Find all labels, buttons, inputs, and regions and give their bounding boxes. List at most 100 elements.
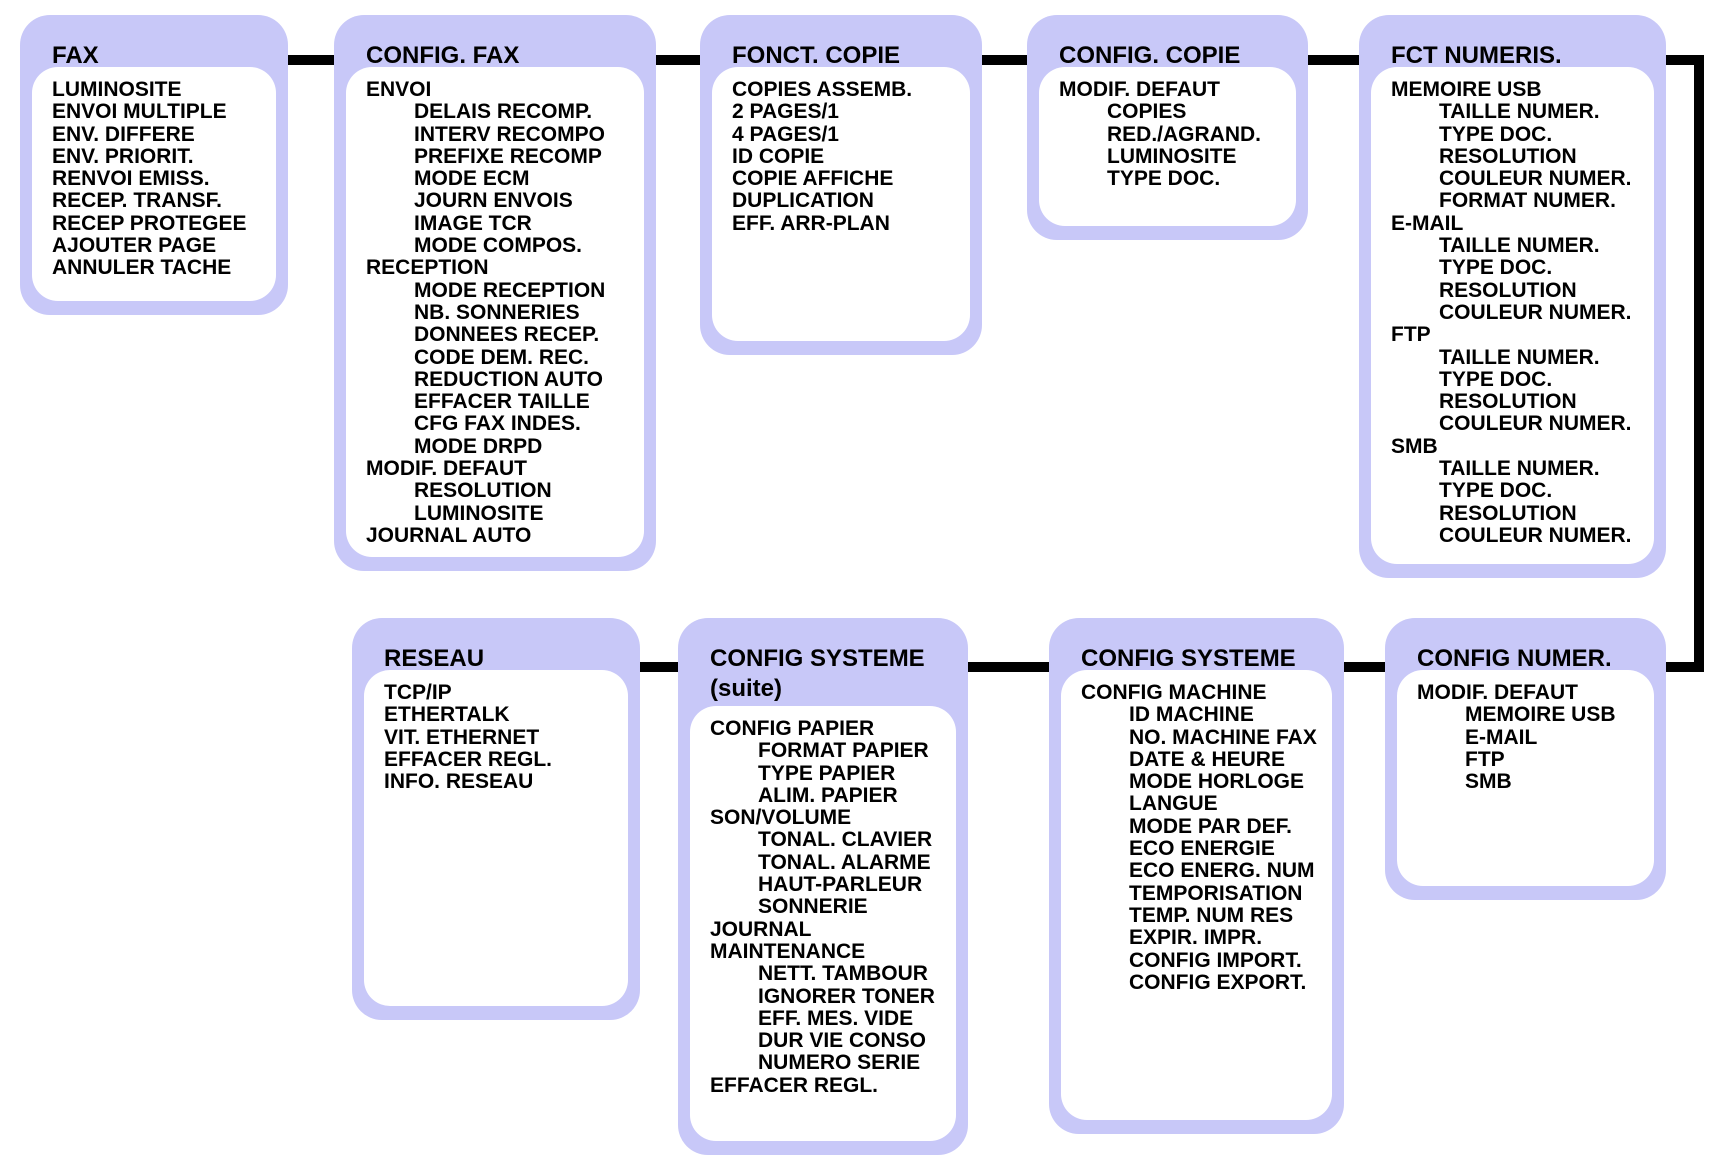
submenu-item: TYPE DOC.	[1439, 122, 1553, 146]
menu-item: INFO. RESEAU	[384, 770, 534, 794]
submenu-item: CONFIG IMPORT.	[1129, 948, 1302, 972]
menu-title: FONCT. COPIE	[732, 42, 901, 69]
submenu-item: TEMPORISATION	[1129, 881, 1303, 905]
menu-title-text: CONFIG SYSTEME	[710, 645, 925, 672]
submenu-item: TYPE DOC.	[1107, 167, 1221, 191]
connector-fct-numeris-right	[1664, 55, 1704, 65]
menu-item: ENV. DIFFERE	[52, 122, 195, 146]
submenu-item: TEMP. NUM RES	[1129, 903, 1294, 927]
connector-config-systeme-to-suite	[965, 662, 1050, 672]
submenu-item: CFG FAX INDES.	[414, 412, 581, 436]
menu-item: FTP	[1391, 323, 1431, 347]
menu-item: MODIF. DEFAUT	[1059, 78, 1220, 101]
submenu-item: HAUT-PARLEUR	[758, 873, 923, 897]
submenu-item: LUMINOSITE	[414, 501, 544, 525]
menu-title: CONFIG. FAX	[366, 42, 520, 69]
menu-title: CONFIG SYSTEME (suite)	[690, 630, 956, 706]
menu-item: RECEPTION	[366, 256, 489, 280]
connector-vertical-right	[1694, 55, 1704, 672]
submenu-item: TAILLE NUMER.	[1439, 234, 1600, 258]
menu-item: COPIE AFFICHE	[732, 167, 894, 191]
menu-item: EFF. ARR-PLAN	[732, 211, 890, 235]
submenu-item: LUMINOSITE	[1107, 144, 1237, 168]
submenu-item: DUR VIE CONSO	[758, 1029, 927, 1053]
submenu-item: MODE RECEPTION	[414, 278, 606, 302]
submenu-item: TYPE DOC.	[1439, 479, 1553, 503]
submenu-item: EXPIR. IMPR.	[1129, 926, 1263, 950]
menu-item: 2 PAGES/1	[732, 100, 839, 124]
submenu-item: CONFIG EXPORT.	[1129, 970, 1307, 994]
submenu-item: LANGUE	[1129, 792, 1218, 816]
menu-item: MAINTENANCE	[710, 939, 866, 963]
menu-item: VIT. ETHERNET	[384, 725, 540, 749]
submenu-item: RESOLUTION	[414, 479, 552, 503]
submenu-item: RESOLUTION	[1439, 501, 1577, 525]
connector-suite-to-reseau	[638, 662, 680, 672]
submenu-item: COULEUR NUMER.	[1439, 300, 1632, 324]
menu-item: CONFIG MACHINE	[1081, 681, 1267, 704]
submenu-item: MODE HORLOGE	[1129, 770, 1305, 794]
menu-item: EFFACER REGL.	[710, 1073, 879, 1097]
submenu-item: PREFIXE RECOMP	[414, 144, 602, 168]
submenu-item: RESOLUTION	[1439, 278, 1577, 302]
menu-title: FAX	[52, 42, 99, 69]
menu-item: TCP/IP	[384, 681, 452, 704]
connector-fonct-copie-to-config-copie	[980, 55, 1029, 65]
submenu-item: IMAGE TCR	[414, 211, 532, 235]
submenu-item: JOURN ENVOIS	[414, 189, 573, 213]
menu-title: CONFIG SYSTEME	[1081, 645, 1296, 672]
connector-config-numer-to-config-systeme	[1340, 662, 1387, 672]
menu-item: E-MAIL	[1391, 211, 1464, 235]
submenu-item: MODE ECM	[414, 167, 530, 191]
menu-title: CONFIG NUMER.	[1417, 645, 1612, 672]
menu-item: SMB	[1391, 434, 1438, 458]
connector-config-copie-to-fct-numeris	[1306, 55, 1362, 65]
menu-item: ENV. PRIORIT.	[52, 144, 194, 168]
submenu-item: NETT. TAMBOUR	[758, 962, 928, 986]
submenu-item: SONNERIE	[758, 895, 868, 919]
menu-item: ENVOI	[366, 78, 432, 101]
submenu-item: FORMAT PAPIER	[758, 739, 929, 763]
menu-item: JOURNAL	[710, 917, 812, 941]
submenu-item: REDUCTION AUTO	[414, 367, 603, 391]
submenu-item: DONNEES RECEP.	[414, 323, 600, 347]
submenu-item: COULEUR NUMER.	[1439, 167, 1632, 191]
submenu-item: INTERV RECOMPO	[414, 122, 605, 146]
menu-item: COPIES ASSEMB.	[732, 78, 913, 101]
submenu-item: TYPE DOC.	[1439, 256, 1553, 280]
submenu-item: NUMERO SERIE	[758, 1051, 921, 1075]
menu-item: JOURNAL AUTO	[366, 523, 532, 547]
menu-item: LUMINOSITE	[52, 78, 182, 101]
menu-item: RECEP PROTEGEE	[52, 211, 247, 235]
submenu-item: MEMOIRE USB	[1465, 703, 1616, 727]
menu-title: RESEAU	[384, 645, 485, 672]
submenu-item: TYPE DOC.	[1439, 367, 1553, 391]
menu-item: EFFACER REGL.	[384, 747, 553, 771]
menu-item: ANNULER TACHE	[52, 256, 232, 280]
submenu-item: ECO ENERGIE	[1129, 837, 1275, 861]
submenu-item: SMB	[1465, 770, 1512, 794]
menu-item: DUPLICATION	[732, 189, 874, 213]
submenu-item: DELAIS RECOMP.	[414, 100, 593, 124]
menu-item: MODIF. DEFAUT	[366, 457, 527, 481]
menu-item: ETHERTALK	[384, 703, 510, 727]
submenu-item: MODE PAR DEF.	[1129, 814, 1292, 838]
menu-item: AJOUTER PAGE	[52, 234, 217, 258]
submenu-item: ID MACHINE	[1129, 703, 1254, 727]
submenu-item: E-MAIL	[1465, 725, 1538, 749]
submenu-item: CODE DEM. REC.	[414, 345, 590, 369]
submenu-item: TAILLE NUMER.	[1439, 457, 1600, 481]
menu-item: ID COPIE	[732, 144, 825, 168]
